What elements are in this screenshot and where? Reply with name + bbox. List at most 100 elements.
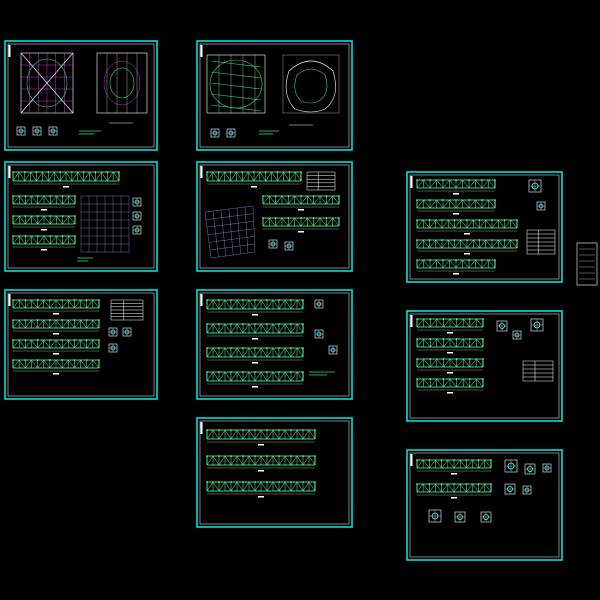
truss-node (468, 179, 470, 181)
truss-node (456, 338, 458, 340)
web-diagonal (422, 483, 430, 493)
mesh-line (244, 206, 249, 254)
web-diagonal (56, 215, 63, 225)
truss-caption-mark (41, 249, 47, 251)
truss-node (242, 371, 244, 373)
web-diagonal (92, 299, 100, 309)
web-diagonal (449, 259, 457, 269)
truss-node (276, 171, 279, 173)
web-diagonal (447, 483, 455, 493)
sheet-inner-border (7, 164, 155, 269)
joint-detail (268, 239, 278, 249)
web-diagonal (449, 338, 457, 348)
framing-plan-right (282, 54, 340, 114)
web-diagonal (206, 323, 214, 334)
web-diagonal (462, 259, 470, 269)
web-diagonal (266, 455, 274, 466)
web-diagonal (313, 217, 321, 227)
truss-node (442, 318, 444, 320)
web-diagonal (24, 171, 31, 182)
web-diagonal (12, 171, 20, 182)
truss-node (230, 299, 232, 301)
web-diagonal (43, 319, 51, 329)
web-diagonal (488, 259, 496, 269)
web-diagonal (308, 481, 316, 492)
truss-node (442, 179, 444, 181)
web-diagonal (95, 171, 102, 182)
truss-node (429, 338, 431, 340)
web-diagonal (498, 219, 505, 229)
truss-node (36, 339, 39, 341)
truss-caption-mark (447, 332, 453, 334)
truss-node (416, 483, 418, 485)
web-diagonal (206, 455, 214, 466)
truss-elevation (206, 299, 304, 316)
web-diagonal (423, 239, 430, 249)
web-diagonal (456, 378, 464, 388)
truss-node (253, 171, 255, 173)
web-diagonal (488, 179, 496, 189)
truss-elevation (12, 319, 100, 335)
truss-node (73, 299, 76, 301)
truss-node (429, 259, 431, 261)
web-diagonal (283, 171, 290, 182)
detail-node-circle (110, 329, 116, 335)
web-diagonal (43, 359, 51, 369)
web-diagonal (308, 455, 316, 466)
web-diagonal (89, 171, 96, 182)
web-diagonal (25, 215, 32, 225)
truss-node (482, 338, 484, 340)
plan-outline (96, 52, 148, 114)
web-diagonal (484, 459, 492, 469)
web-diagonal (275, 195, 283, 205)
truss-node (455, 199, 457, 201)
web-diagonal (224, 347, 232, 358)
truss-node (24, 171, 26, 173)
truss-caption-mark (41, 209, 47, 211)
member-table (110, 299, 144, 321)
drawing-sheet-s6 (196, 289, 353, 400)
web-diagonal (468, 259, 476, 269)
joint-detail (132, 197, 142, 207)
truss-node (218, 323, 220, 325)
sheet-inner-border (199, 420, 350, 525)
truss-node (455, 179, 457, 181)
truss-node (254, 429, 256, 431)
web-diagonal (441, 459, 449, 469)
truss-node (416, 219, 418, 221)
web-diagonal (443, 378, 451, 388)
truss-node (36, 299, 39, 301)
truss-caption-mark (298, 209, 304, 211)
joint-detail (530, 318, 544, 332)
web-diagonal (478, 459, 486, 469)
web-diagonal (475, 179, 483, 189)
web-diagonal (212, 455, 220, 466)
truss-node (12, 235, 14, 237)
truss-node (47, 171, 49, 173)
truss-caption-mark (53, 333, 59, 335)
truss-node (49, 215, 51, 217)
detail-node-circle (431, 512, 439, 520)
web-diagonal (454, 239, 461, 249)
web-diagonal (466, 483, 473, 493)
truss-node (300, 171, 302, 173)
truss-elevation (416, 318, 484, 334)
web-diagonal (284, 347, 292, 358)
web-diagonal (290, 371, 298, 382)
joint-detail (428, 509, 442, 523)
truss-elevation (12, 359, 100, 375)
web-diagonal (423, 259, 431, 269)
web-diagonal (212, 371, 220, 382)
truss-node (490, 459, 492, 461)
web-diagonal (55, 299, 63, 309)
truss-node (465, 459, 467, 461)
web-diagonal (55, 339, 63, 349)
truss-node (516, 239, 518, 241)
web-diagonal (92, 359, 100, 369)
web-diagonal (86, 319, 94, 329)
truss-node (428, 483, 430, 485)
web-diagonal (266, 323, 274, 334)
truss-node (37, 215, 39, 217)
web-diagonal (308, 429, 316, 440)
